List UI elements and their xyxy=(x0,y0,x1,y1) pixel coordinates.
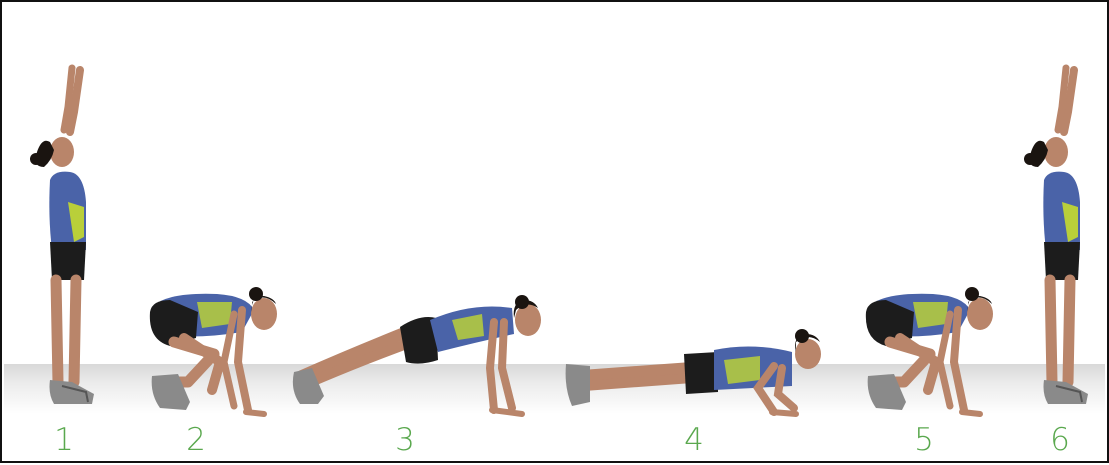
figure-step-3 xyxy=(293,295,541,414)
figure-step-2 xyxy=(150,287,277,414)
step-number-1: 1 xyxy=(44,420,84,460)
figure-step-1 xyxy=(30,68,94,404)
step-number-6: 6 xyxy=(1040,420,1080,460)
step-number-2: 2 xyxy=(176,420,216,460)
figure-step-5 xyxy=(866,287,993,414)
step-number-5: 5 xyxy=(904,420,944,460)
step-number-3: 3 xyxy=(385,420,425,460)
figure-step-6 xyxy=(1024,68,1088,404)
figure-step-4 xyxy=(566,329,821,414)
step-number-4: 4 xyxy=(674,420,714,460)
